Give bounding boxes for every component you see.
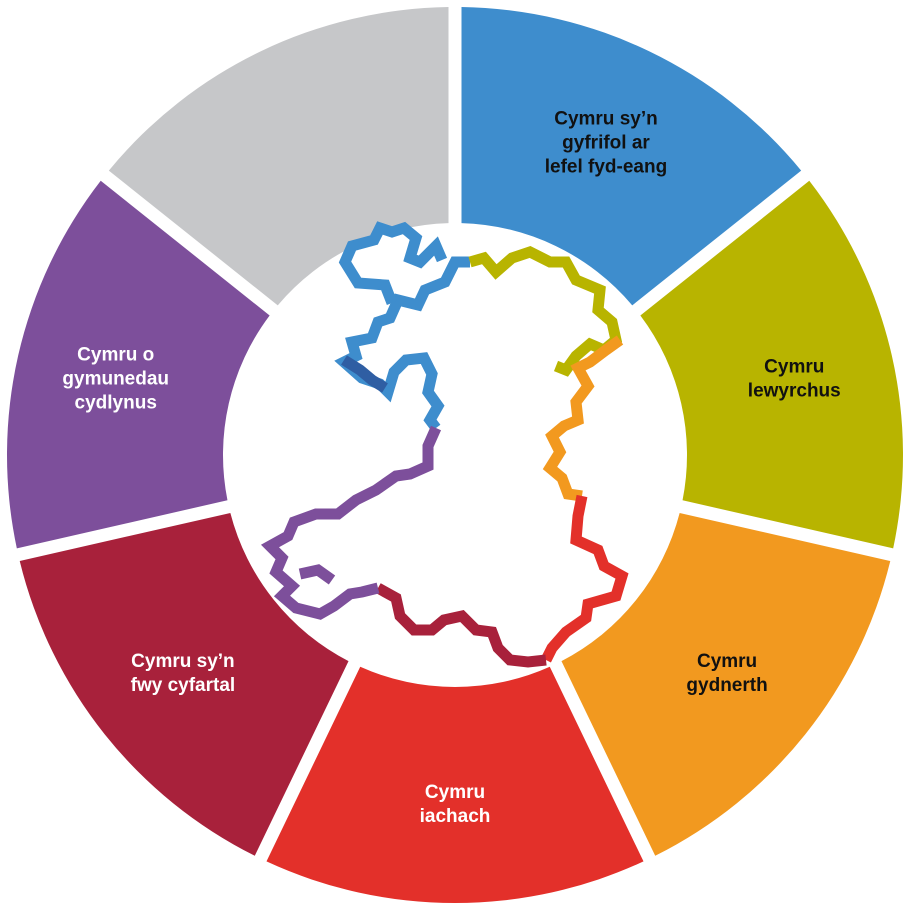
label-line: Cymru sy’n: [554, 108, 657, 129]
label-line: iachach: [420, 806, 491, 827]
label-line: Cymru o: [77, 345, 154, 366]
segment-global: [461, 7, 802, 306]
segment-culture: [108, 7, 449, 306]
label-equal: Cymru sy’n fwy cyfartal: [131, 651, 236, 696]
wales-outline-southwest: [260, 425, 442, 620]
label-line: Cymru: [425, 782, 485, 803]
label-line: gymunedau: [62, 369, 169, 390]
wales-outline-southeast: [541, 494, 629, 663]
label-line: cydlynus: [75, 393, 157, 414]
segment-resilient: [561, 512, 891, 856]
label-line: Cymru: [764, 357, 824, 378]
segment-equal: [19, 512, 349, 856]
label-global: Cymru sy’n gyfrifol ar lefel fyd-eang: [545, 108, 667, 177]
label-healthier: Cymru iachach: [420, 782, 491, 827]
segments-layer: [6, 7, 904, 904]
label-line: Cymru sy’n: [131, 651, 234, 672]
label-line: lefel fyd-eang: [545, 156, 667, 177]
wales-outline-anglesey: [338, 221, 448, 305]
segment-prosperous: [640, 180, 904, 549]
label-line: gydnerth: [686, 675, 767, 696]
wales-outline-northeast: [468, 246, 623, 377]
label-cohesive: Cymru o gymunedau cydlynus: [62, 345, 169, 414]
segment-cohesive: [6, 180, 270, 549]
wales-outline-llyn: [341, 355, 388, 393]
label-line: gyfrifol ar: [562, 132, 650, 153]
wales-outline-east: [542, 335, 624, 502]
label-line: Cymru: [697, 651, 757, 672]
label-line: lewyrchus: [748, 381, 841, 402]
wales-outline-pembroke-inlet: [298, 564, 336, 585]
wales-outline-south: [375, 583, 547, 668]
segment-healthier: [266, 666, 644, 904]
label-line: fwy cyfartal: [131, 675, 236, 696]
label-prosperous: Cymru lewyrchus: [748, 357, 841, 402]
wales-outline-icon: [260, 221, 629, 668]
label-resilient: Cymru gydnerth: [686, 651, 767, 696]
